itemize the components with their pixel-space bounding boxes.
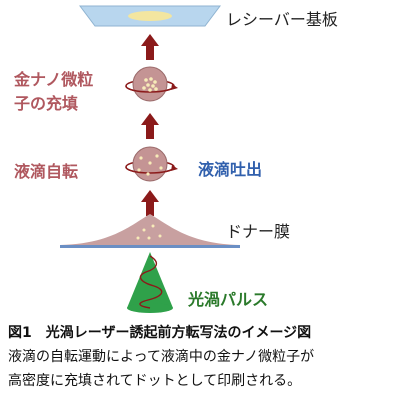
arrow-middle-lower — [141, 190, 159, 216]
receiver-dot — [128, 11, 172, 21]
donor-film — [60, 214, 240, 248]
caption-line-1: 液滴の自転運動によって液滴中の金ナノ微粒子が — [8, 349, 315, 365]
arrow-top — [141, 34, 159, 60]
label-filling-line1: 金ナノ微粒 — [14, 70, 94, 89]
label-droplet-rotation: 液滴自転 — [14, 162, 79, 181]
caption-title: 図1 光渦レーザー誘起前方転写法のイメージ図 — [8, 325, 312, 341]
label-filling-line2: 子の充填 — [14, 94, 79, 113]
arrow-middle-upper — [141, 113, 159, 139]
label-vortex-pulse: 光渦パルス — [188, 290, 269, 309]
label-donor-film: ドナー膜 — [226, 222, 291, 241]
caption-line-2: 高密度に充填されてドットとして印刷される。 — [8, 373, 302, 389]
label-receiver-substrate: レシーバー基板 — [226, 10, 338, 29]
droplet-rotation — [125, 146, 178, 182]
vortex-beam — [127, 252, 173, 313]
label-droplet-ejection: 液滴吐出 — [198, 160, 263, 179]
droplet-filling — [125, 66, 178, 102]
